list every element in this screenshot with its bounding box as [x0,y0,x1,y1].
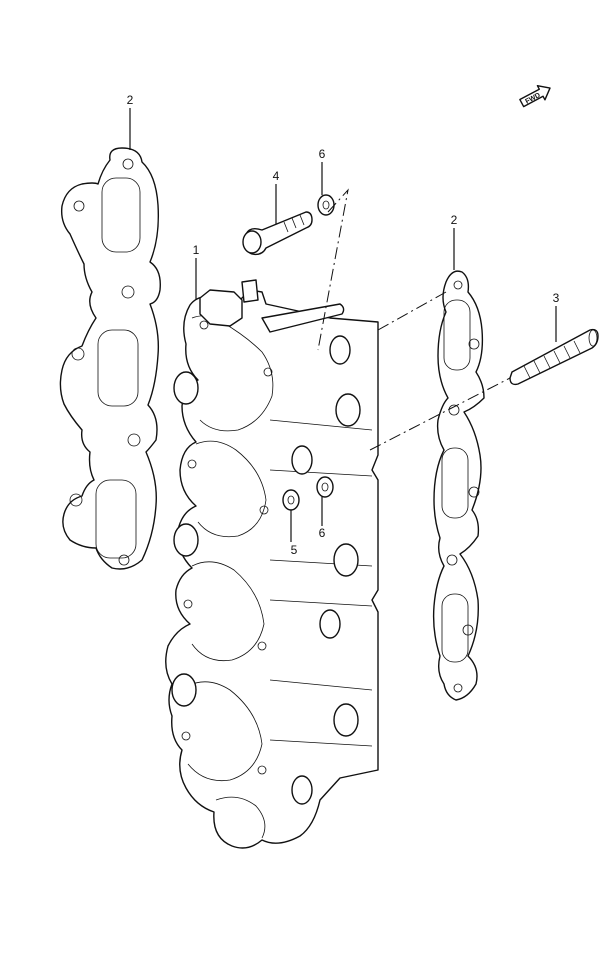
callout-3: 3 [553,291,560,305]
callout-4: 4 [273,169,280,183]
intake-gasket-right [432,270,485,701]
callout-6-lower: 6 [319,526,326,540]
alignment-line-stud [369,377,511,451]
washer-top [317,194,335,216]
callout-5: 5 [291,543,298,557]
callout-6-top: 6 [319,147,326,161]
intake-manifold [165,279,379,849]
callout-2-left: 2 [127,93,134,107]
alignment-line-gasket [377,291,447,331]
washer-lower [316,476,334,498]
callout-1: 1 [193,243,200,257]
collar [282,489,300,511]
alignment-line-top [317,188,349,351]
stud-bolt [509,328,599,386]
callout-2-right: 2 [451,213,458,227]
fwd-arrow-icon: FWD [519,84,551,108]
fwd-label: FWD [524,92,541,106]
intake-gasket-left [59,147,161,570]
flange-bolt [242,211,313,256]
